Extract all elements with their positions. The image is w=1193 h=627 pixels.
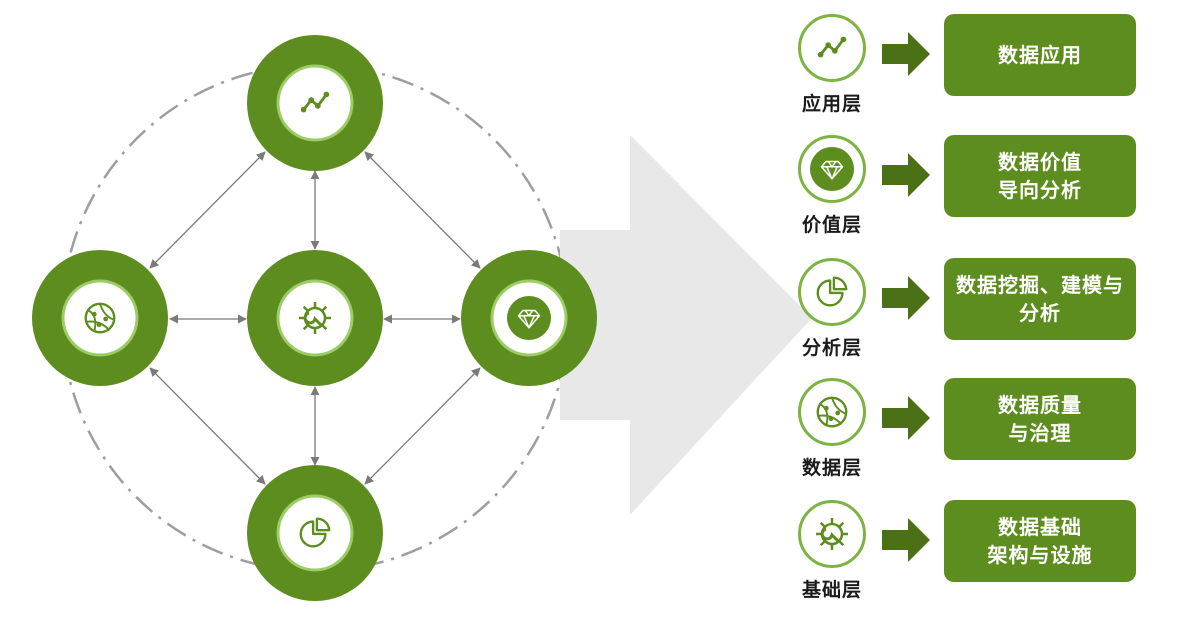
right-arrow-icon — [882, 153, 930, 197]
connector-top-left — [149, 151, 266, 269]
right-arrow-icon — [882, 276, 930, 320]
layer-label: 分析层 — [801, 337, 862, 359]
layer-box: 数据价值 导向分析 — [944, 135, 1136, 217]
big-arrow — [560, 135, 812, 515]
layer-application: 应用层 数据应用 — [790, 2, 1150, 115]
layer-icon — [798, 14, 866, 82]
layer-label: 数据层 — [801, 457, 862, 479]
right-arrow-icon — [882, 518, 930, 562]
layer-analysis: 分析层 数据挖掘、建模与 分析 — [790, 246, 1150, 359]
node-right — [461, 250, 597, 386]
layer-box: 数据质量 与治理 — [944, 378, 1136, 460]
layer-box: 数据基础 架构与设施 — [944, 500, 1136, 582]
layer-box: 数据应用 — [944, 14, 1136, 96]
globe-network-icon — [816, 396, 848, 428]
trend-line-icon — [816, 35, 848, 59]
layer-label: 价值层 — [801, 214, 862, 236]
node-center — [247, 250, 383, 386]
pie-chart-icon — [816, 276, 848, 307]
layer-icon — [798, 500, 866, 568]
layer-value: 价值层 数据价值 导向分析 — [790, 123, 1150, 236]
layer-icon — [798, 378, 866, 446]
layer-label: 基础层 — [801, 579, 862, 601]
layer-label: 应用层 — [801, 93, 862, 115]
connector-right-bottom — [364, 367, 481, 485]
gear-wrench-icon — [814, 516, 850, 552]
connectors — [149, 151, 481, 485]
right-arrow-icon — [882, 32, 930, 76]
layer-icon — [798, 135, 866, 203]
layer-data: 数据层 数据质量 与治理 — [790, 366, 1150, 479]
layer-box: 数据挖掘、建模与 分析 — [944, 258, 1136, 340]
connector-top-right — [364, 151, 481, 269]
layer-infrastructure: 基础层 数据基础 架构与设施 — [790, 488, 1150, 601]
node-left — [32, 250, 168, 386]
node-top — [247, 35, 383, 171]
node-bottom — [247, 465, 383, 601]
layer-icon — [798, 258, 866, 326]
right-arrow-icon — [882, 396, 930, 440]
connector-left-bottom — [149, 367, 266, 485]
gear-wrench-icon — [297, 300, 333, 336]
